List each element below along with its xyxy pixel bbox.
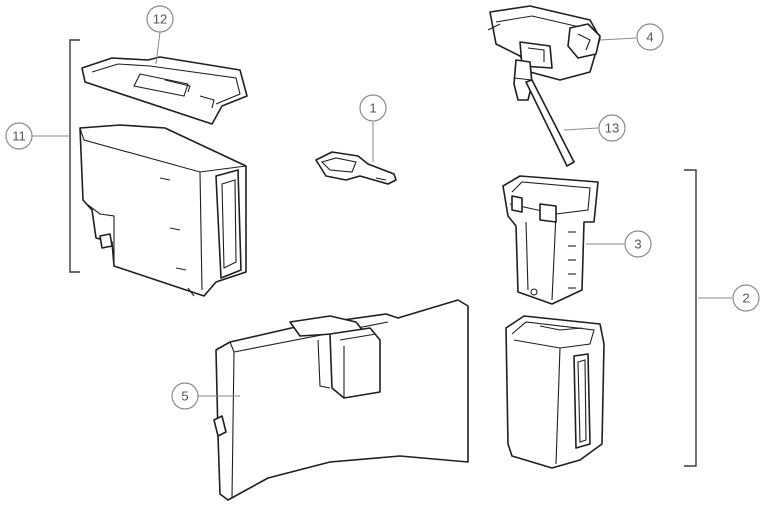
callout-5: 5 [171, 382, 199, 410]
part-5-front-panel [213, 299, 469, 501]
callout-3: 3 [624, 230, 652, 258]
callout-12-label: 12 [153, 12, 167, 27]
part-12-tank-lid [81, 56, 248, 125]
leader-13 [563, 127, 599, 131]
bracket-2 [684, 169, 697, 467]
callout-2: 2 [732, 284, 760, 312]
callout-1-label: 1 [369, 101, 376, 116]
callout-11: 11 [5, 122, 33, 150]
leader-12 [155, 31, 161, 65]
part-13-tube [525, 79, 575, 167]
callout-4-label: 4 [646, 30, 653, 45]
callout-4: 4 [636, 23, 664, 51]
callout-11-label: 11 [12, 129, 26, 144]
part-1-measuring-spoon [315, 151, 397, 185]
callout-5-label: 5 [181, 389, 188, 404]
part-4-frother-head [487, 5, 601, 101]
callout-2-label: 2 [742, 291, 749, 306]
leader-lines [32, 31, 732, 397]
part-11-water-tank [79, 124, 247, 297]
callout-12: 12 [146, 5, 174, 33]
callout-1: 1 [359, 94, 387, 122]
callout-13: 13 [598, 114, 626, 142]
leader-4 [599, 37, 637, 41]
callout-3-label: 3 [634, 237, 641, 252]
bracket-11 [69, 39, 80, 273]
callout-13-label: 13 [605, 121, 619, 136]
part-2-milk-jug [505, 315, 605, 469]
part-3-milk-insert [502, 175, 599, 305]
